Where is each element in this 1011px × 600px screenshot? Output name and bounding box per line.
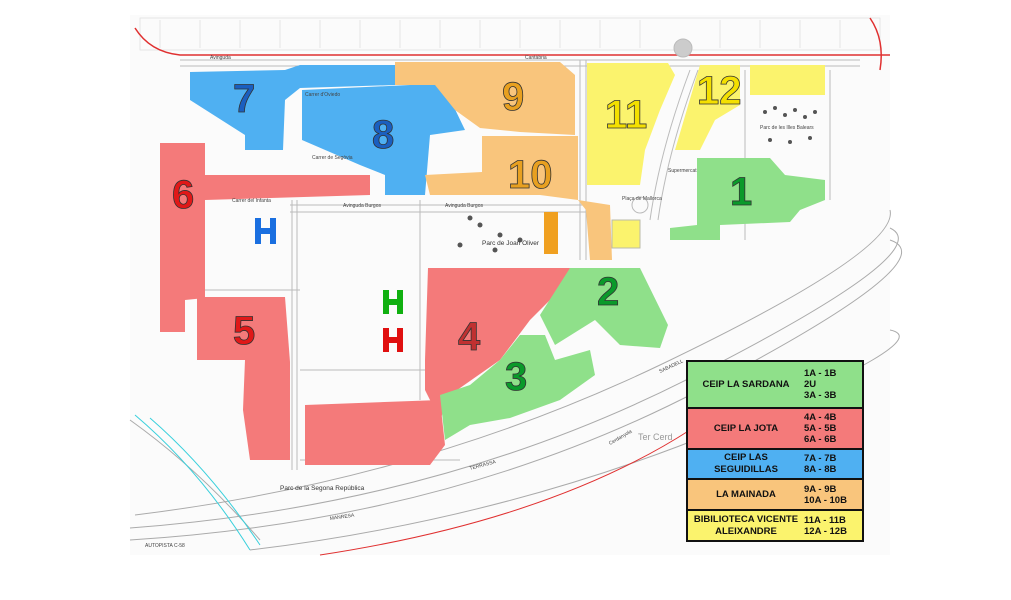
zone-2[interactable]: 2 [540,268,668,348]
label-manresa: MANRESA [329,513,355,522]
legend-name: BIBILIOTECA VICENTE ALEIXANDRE [693,513,799,537]
legend-code: 1A - 1B [804,368,837,379]
zone-9[interactable]: 9 [395,62,575,135]
highways [129,209,902,551]
zone-12-label: 12 [697,69,742,113]
zone-9-label: 9 [502,75,524,119]
zone-10-label: 10 [508,153,553,197]
legend-code: 11A - 11B [804,514,846,526]
legend-name: CEIP LA SARDANA [702,378,790,390]
river [134,414,251,551]
zone-8[interactable]: 8 [302,78,465,195]
zone-6[interactable]: 6 [160,143,370,332]
school-icon-green [383,290,403,314]
zone-5[interactable]: 5 [197,297,290,460]
zone-11[interactable]: 11 [587,63,675,185]
zone-12[interactable]: 12 [675,65,825,150]
label-carrer-oviedo: Carrer d'Oviedo [305,92,340,98]
legend-name: CEIP LAS SEGUIDILLAS [714,452,778,475]
label-carrer-segovia: Carrer de Segòvia [312,155,353,161]
zone-1[interactable]: 1 [670,158,825,240]
zone-1-label: 1 [730,170,752,214]
zone-4-label: 4 [458,315,481,359]
school-icon-red [383,328,403,352]
boundary-road-right [869,17,882,71]
legend-row-biblioteca: BIBILIOTECA VICENTE ALEIXANDRE 11A - 11B… [688,511,862,540]
legend-code: 2U [804,379,817,390]
label-parc-segona-republica: Parc de la Segona República [280,485,365,492]
zone-5-label: 5 [233,309,255,353]
legend-name: CEIP LA JOTA [713,422,779,434]
label-terr-cerd: Ter Cerd [638,432,673,442]
legend-code: 5A - 5B [804,423,837,434]
zone-3-label: 3 [505,355,527,399]
label-cantabria: Cantàbria [525,55,547,61]
legend-code: 8A - 8B [804,464,837,475]
railway [319,429,691,556]
boundary-road-top [134,27,890,56]
label-parc-joan-oliver: Parc de Joan Oliver [482,240,540,247]
biblioteca-building [611,219,641,249]
zone-4[interactable]: 4 [305,268,570,465]
legend-name: LA MAINADA [716,488,776,500]
la-mainada-building [544,212,558,254]
legend-code: 7A - 7B [804,453,837,464]
label-avinguda: Avinguda [210,55,231,61]
label-placa-mallorca: Plaça de Mallorca [622,196,662,202]
zone-10[interactable]: 10 [425,136,612,260]
legend-code: 10A - 10B [804,494,847,506]
label-avinguda-burgos-2: Avinguda Burgos [445,203,483,209]
zone-8-label: 8 [372,113,394,157]
zone-11-label: 11 [605,93,647,137]
school-icon-blue [255,218,276,244]
zone-3[interactable]: 3 [440,335,595,440]
legend-code: 9A - 9B [804,483,837,495]
river-bank [149,417,261,546]
legend-code: 3A - 3B [804,390,837,401]
label-parc-illes-balears: Parc de les Illes Balears [760,125,814,131]
legend-code: 6A - 6B [804,434,837,445]
zone-7[interactable]: 7 [190,65,395,150]
zone-7-label: 7 [233,77,255,121]
park-trees [457,106,817,253]
label-supermercat: Supermercat [668,168,697,174]
zone-2-label: 2 [597,270,619,314]
label-carrer-infanta: Carrer del Infanta [232,198,271,204]
label-avinguda-burgos: Avinguda Burgos [343,203,381,209]
label-autopista: AUTOPISTA C-58 [145,543,185,549]
legend-code: 12A - 12B [804,525,847,537]
legend-code: 4A - 4B [804,412,837,423]
zone-6-label: 6 [172,173,194,217]
